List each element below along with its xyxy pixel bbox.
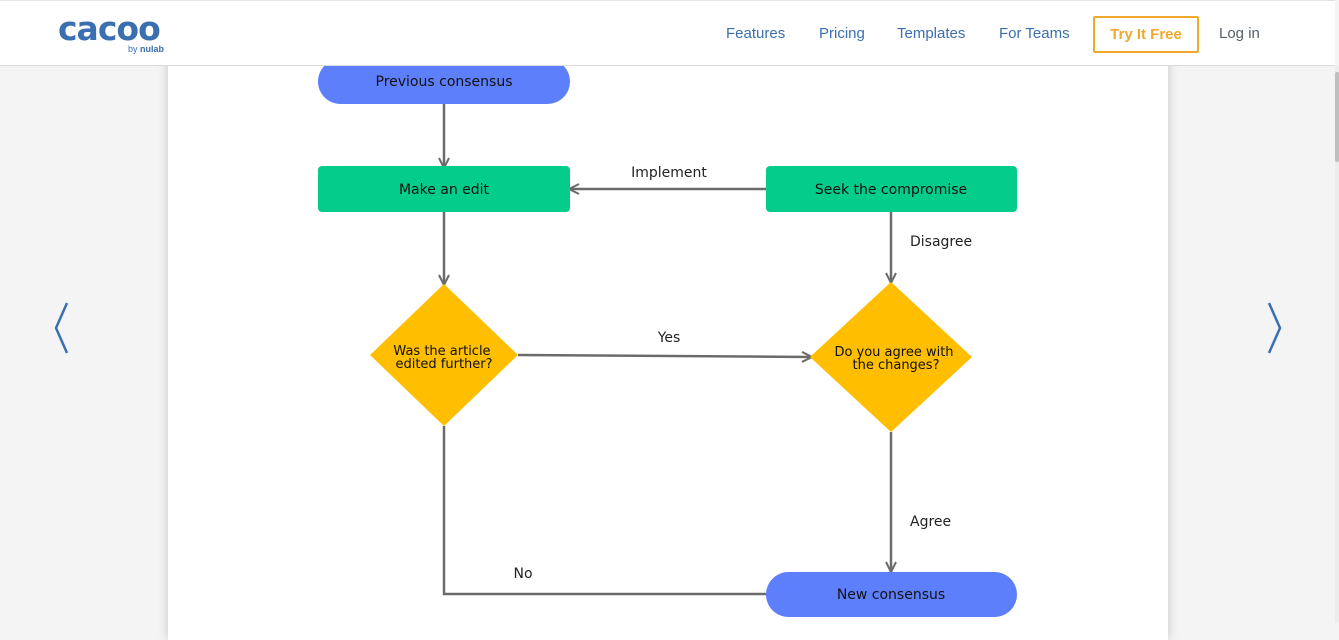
node-new-consensus-label: New consensus <box>837 587 945 603</box>
logo-by: by <box>128 44 138 54</box>
nav-link-features[interactable]: Features <box>726 25 786 42</box>
node-was-the-article-edited[interactable]: Was the article edited further? <box>370 284 518 426</box>
logo-company: nulab <box>140 44 165 54</box>
logo-byline: by nulab <box>128 44 164 54</box>
cacoo-logo[interactable]: cacoo by nulab <box>58 9 170 57</box>
page-scrollbar[interactable] <box>1335 66 1339 622</box>
scrollbar-thumb[interactable] <box>1335 72 1339 162</box>
nav-link-for-teams[interactable]: For Teams <box>999 25 1070 42</box>
node-previous-consensus-label: Previous consensus <box>376 74 513 90</box>
node-seek-the-compromise-label: Seek the compromise <box>815 182 967 198</box>
node-do-you-agree-line-1: Do you agree with <box>834 345 953 360</box>
diagram-preview-card <box>168 40 1168 640</box>
node-do-you-agree[interactable]: Do you agree with the changes? <box>810 282 972 432</box>
chevron-right-icon[interactable] <box>1264 300 1284 356</box>
node-was-the-article-edited-line-1: Was the article <box>393 344 490 359</box>
nav-link-templates[interactable]: Templates <box>897 25 966 42</box>
node-new-consensus[interactable]: New consensus <box>766 572 1017 617</box>
node-make-an-edit-label: Make an edit <box>399 182 490 198</box>
top-navigation-bar: cacoo by nulab Features Pricing Template… <box>0 0 1335 66</box>
node-do-you-agree-line-2: the changes? <box>853 358 940 373</box>
try-it-free-button[interactable]: Try It Free <box>1093 16 1199 53</box>
login-link[interactable]: Log in <box>1219 25 1260 42</box>
node-was-the-article-edited-line-2: edited further? <box>395 357 492 372</box>
node-seek-the-compromise[interactable]: Seek the compromise <box>766 166 1017 212</box>
node-previous-consensus[interactable]: Previous consensus <box>318 59 570 104</box>
logo-wordmark: cacoo <box>58 9 161 48</box>
chevron-left-icon[interactable] <box>52 300 72 356</box>
node-make-an-edit[interactable]: Make an edit <box>318 166 570 212</box>
nav-link-pricing[interactable]: Pricing <box>819 25 865 42</box>
